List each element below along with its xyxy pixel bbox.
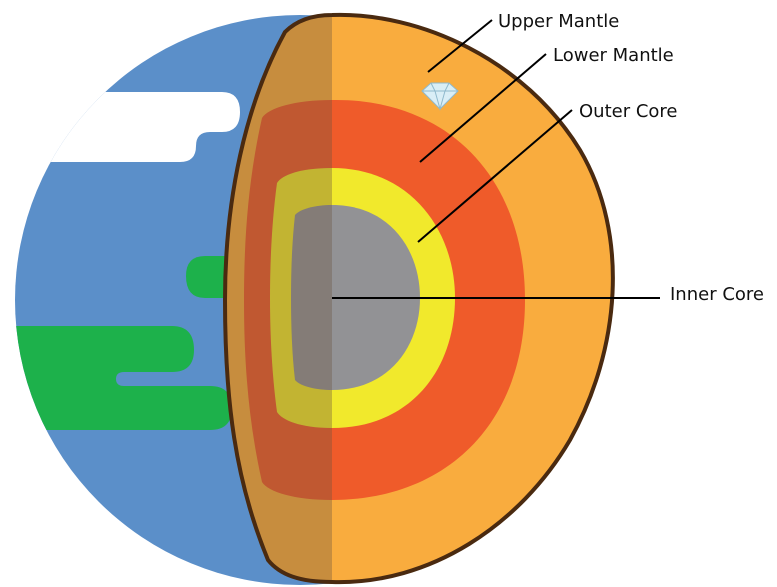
leader-line-lower-mantle [419,53,547,163]
leader-line-upper-mantle [427,19,493,73]
label-upper-mantle: Upper Mantle [498,11,619,32]
shading-overlay [225,15,332,582]
cutaway [222,12,615,585]
label-lower-mantle: Lower Mantle [553,45,674,66]
diamond-icon [421,82,459,111]
leader-line-outer-core [417,109,573,243]
cutaway-shading [225,15,332,582]
landmass-large [15,326,232,430]
cutaway-outline [222,12,615,585]
label-inner-core: Inner Core [670,284,764,305]
label-outer-core: Outer Core [579,101,678,122]
leader-lines [332,19,660,299]
